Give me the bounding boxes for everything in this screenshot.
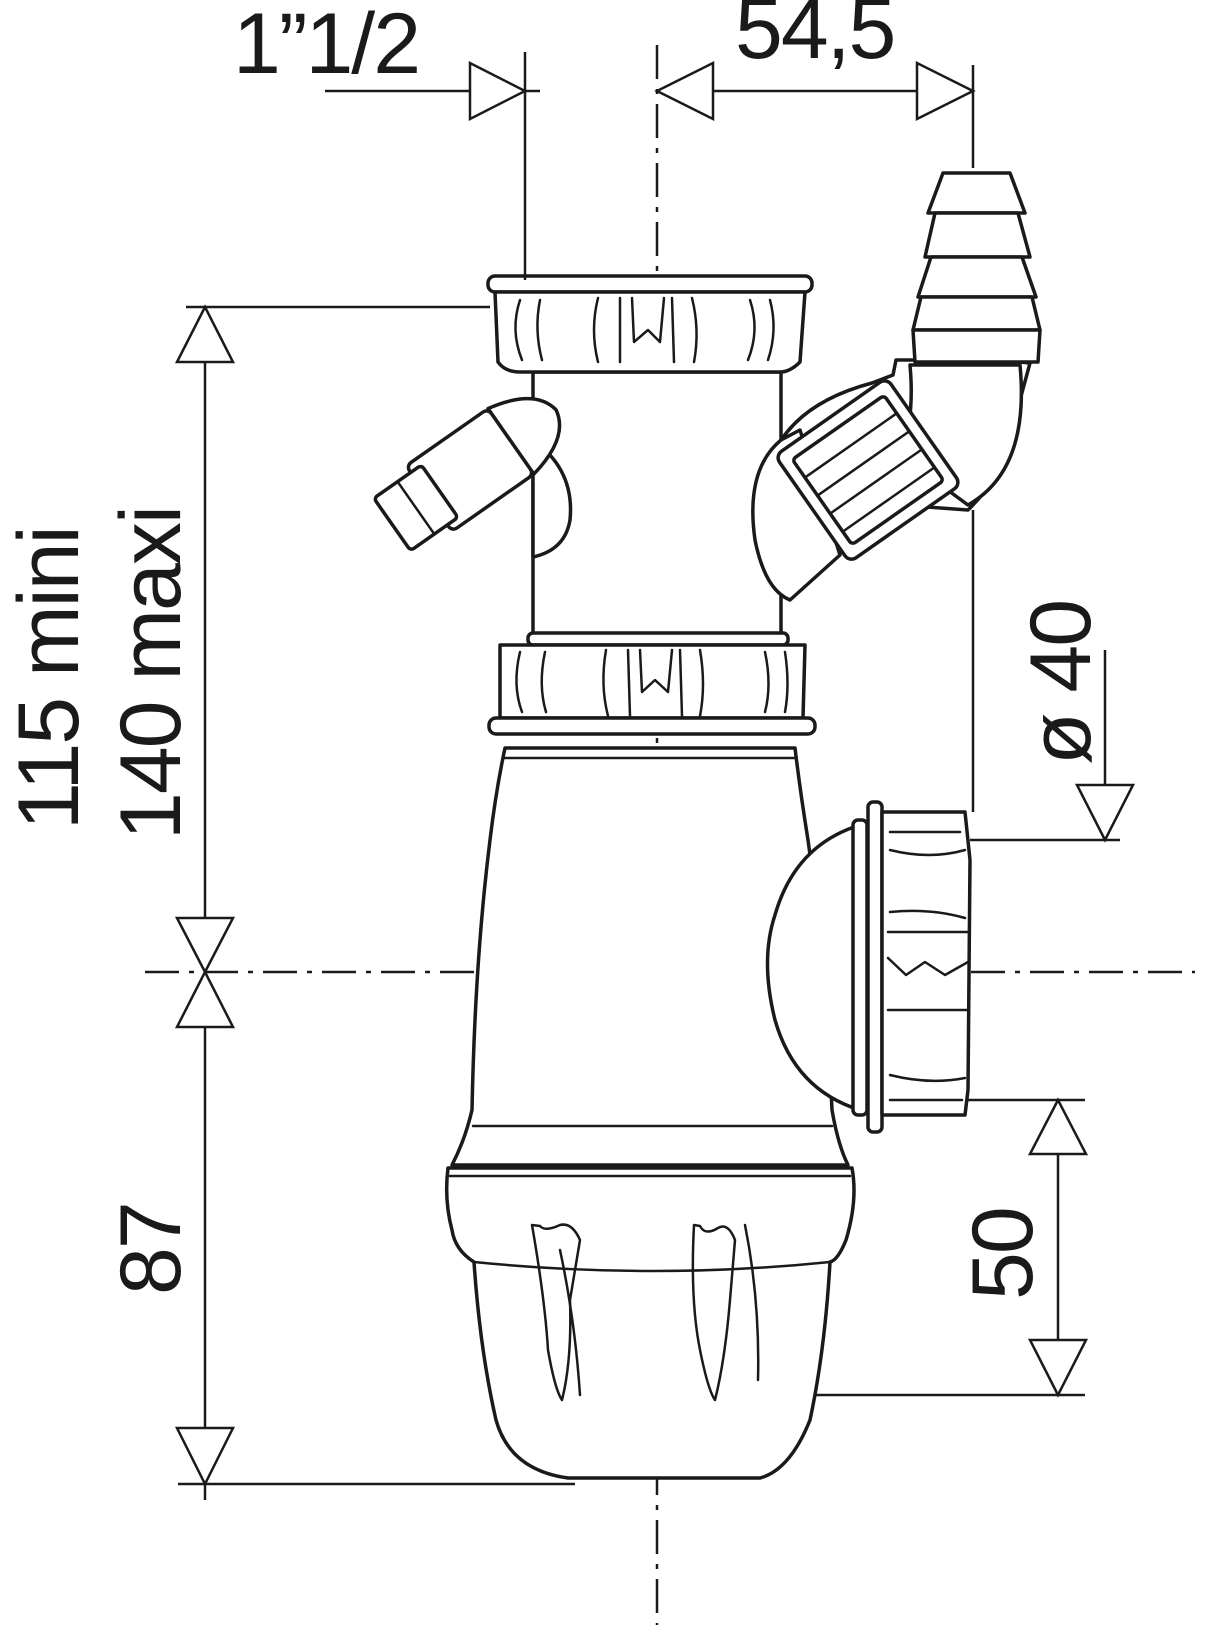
label-outlet-drop: 50 <box>955 1208 1051 1300</box>
dimension-height <box>174 304 490 1500</box>
dimension-outlet-drop <box>815 1097 1089 1398</box>
right-side-inlet <box>751 379 960 602</box>
label-outlet-diameter: ø 40 <box>1013 601 1109 765</box>
dimension-trap-depth <box>174 969 575 1487</box>
dimension-outlet-diameter <box>970 510 1136 843</box>
label-height-min: 115 mini <box>1 527 97 830</box>
left-side-inlet <box>373 396 573 559</box>
label-trap-depth: 87 <box>103 1203 199 1295</box>
top-nut <box>486 274 814 374</box>
hose-barb-nozzle <box>911 171 1042 364</box>
outlet-nut <box>765 800 972 1134</box>
dimension-inlet-thread <box>325 52 540 280</box>
bottom-cup <box>444 1166 856 1480</box>
label-height-max: 140 maxi <box>103 507 199 840</box>
label-inlet-thread: 1”1/2 <box>233 0 419 92</box>
bottle-body <box>450 746 850 1167</box>
dimension-offset <box>654 60 976 168</box>
label-offset: 54,5 <box>735 0 894 77</box>
middle-nut <box>487 631 817 736</box>
